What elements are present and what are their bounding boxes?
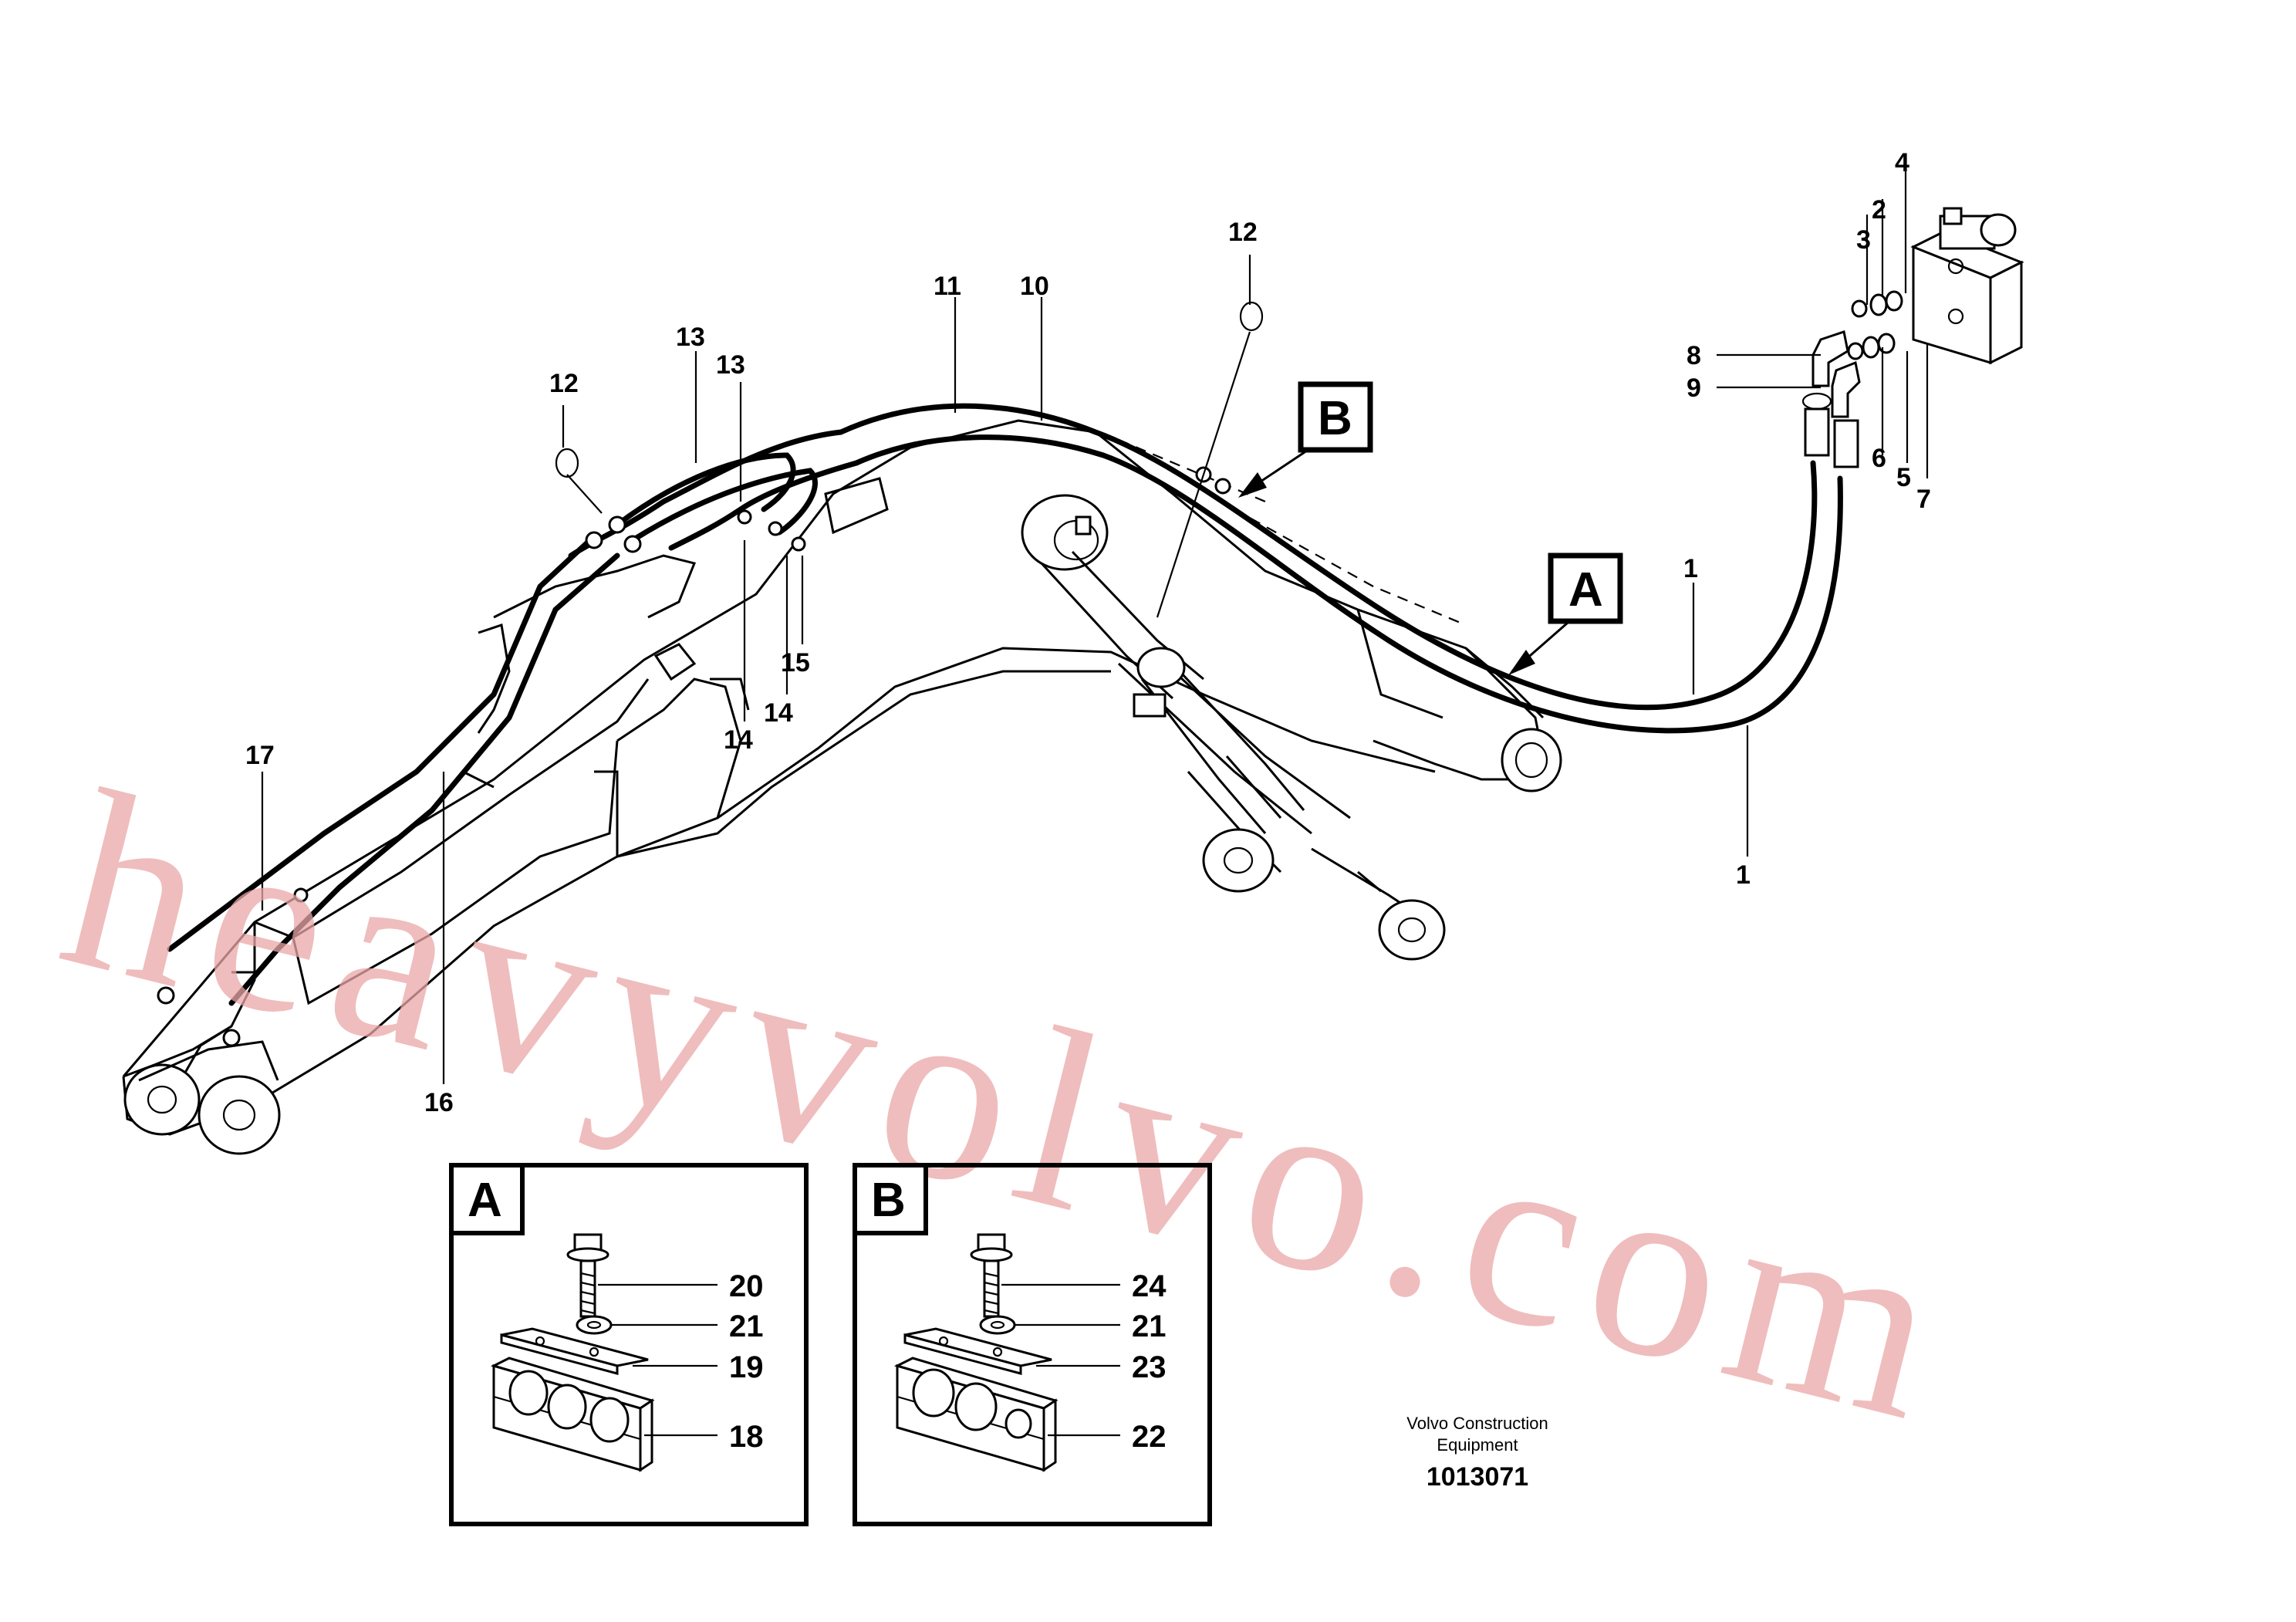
callout-12-left: 12 (549, 369, 579, 398)
view-marker-a: A (1548, 552, 1623, 624)
detail-b-label-22: 22 (1132, 1420, 1167, 1454)
callout-16: 16 (424, 1088, 454, 1117)
detail-a-label-19: 19 (729, 1350, 764, 1384)
callout-8: 8 (1687, 341, 1701, 370)
view-marker-a-label: A (1568, 563, 1603, 617)
manufacturer-line-1: Volvo Construction (1406, 1414, 1548, 1433)
detail-b-title: B (871, 1174, 906, 1227)
callout-1-lower: 1 (1736, 860, 1751, 890)
callout-4: 4 (1895, 148, 1909, 177)
callout-9: 9 (1687, 373, 1701, 403)
hydraulic-hoses (157, 403, 1843, 1047)
detail-a-title: A (468, 1174, 502, 1227)
boom-cylinders (1021, 494, 1446, 961)
callout-6: 6 (1872, 444, 1886, 473)
footer-caption: Volvo Construction Equipment 1013071 (1406, 1414, 1548, 1492)
callout-12-right: 12 (1228, 218, 1258, 247)
manufacturer-line-2: Equipment (1437, 1435, 1518, 1455)
detail-b-label-23: 23 (1132, 1350, 1167, 1384)
detail-view-b: B 24 21 23 22 (853, 1163, 1212, 1526)
detail-b-label-24: 24 (1132, 1269, 1167, 1303)
detail-view-a: A 20 21 19 18 (449, 1163, 809, 1526)
view-marker-b: B (1298, 381, 1373, 453)
leader-lines (261, 162, 1929, 1084)
callout-14-right: 14 (764, 698, 793, 728)
callout-7: 7 (1916, 485, 1931, 514)
detail-a-label-20: 20 (729, 1269, 764, 1303)
callout-13-left: 13 (676, 323, 705, 352)
detail-a-label-18: 18 (729, 1420, 764, 1454)
callout-10: 10 (1020, 272, 1049, 301)
callout-14-left: 14 (724, 725, 753, 755)
callout-1-upper: 1 (1683, 554, 1698, 583)
detail-a-label-21: 21 (729, 1309, 764, 1343)
callout-13-right: 13 (716, 350, 745, 380)
boom-assembly (122, 419, 1562, 1155)
callout-5: 5 (1896, 463, 1911, 492)
solenoid-valve-block (1801, 207, 2024, 468)
callout-15: 15 (781, 648, 810, 678)
callout-3: 3 (1856, 225, 1871, 255)
callout-labels: 1 1 2 3 4 5 6 7 8 9 10 11 12 12 13 13 14… (245, 148, 1931, 1117)
detail-b-label-21: 21 (1132, 1309, 1167, 1343)
callout-17: 17 (245, 741, 275, 770)
callout-2: 2 (1872, 195, 1886, 225)
view-marker-b-label: B (1318, 392, 1352, 445)
callout-11: 11 (934, 272, 961, 301)
document-number: 1013071 (1427, 1462, 1528, 1492)
